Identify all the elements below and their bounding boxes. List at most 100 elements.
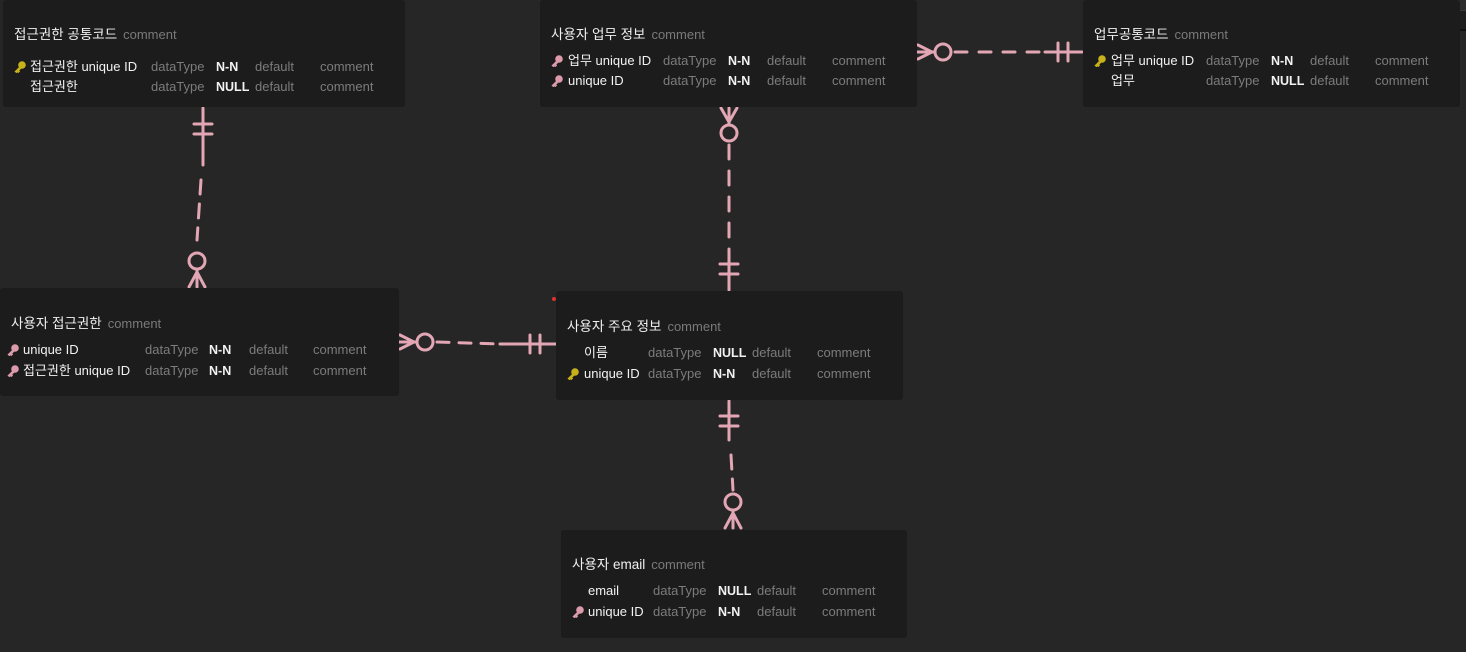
column-name[interactable]: unique ID (588, 604, 644, 619)
table-t5[interactable]: 사용자 주요 정보 comment 이름 dataType NULL default com… (556, 291, 903, 400)
table-header[interactable]: 사용자 업무 정보 comment (551, 23, 705, 44)
column-comment[interactable]: comment (832, 53, 886, 68)
column-name[interactable]: unique ID (584, 366, 640, 381)
column-nullable[interactable]: N-N (209, 343, 232, 357)
table-comment[interactable]: comment (1174, 27, 1228, 42)
column-default[interactable]: default (255, 59, 295, 74)
column-name[interactable]: 업무 unique ID (568, 53, 652, 68)
relation-t5-t6[interactable] (718, 399, 743, 530)
column-row[interactable]: unique ID dataType N-N default comment (540, 71, 917, 91)
column-name[interactable]: 업무 unique ID (1111, 53, 1195, 68)
column-default[interactable]: default (1310, 73, 1350, 88)
table-comment[interactable]: comment (651, 27, 705, 42)
column-default[interactable]: default (757, 604, 797, 619)
column-comment[interactable]: comment (1375, 73, 1429, 88)
column-row[interactable]: unique ID dataType N-N default comment (0, 340, 399, 360)
column-row[interactable]: unique ID dataType N-N default comment (556, 364, 903, 384)
table-header[interactable]: 사용자 email comment (572, 553, 705, 574)
column-comment[interactable]: comment (313, 363, 367, 378)
column-nullable[interactable]: N-N (209, 364, 232, 378)
column-datatype[interactable]: dataType (663, 73, 717, 88)
column-row[interactable]: 업무 unique ID dataType N-N default comment (540, 51, 917, 71)
column-row[interactable]: email dataType NULL default comment (561, 581, 907, 601)
column-datatype[interactable]: dataType (653, 583, 707, 598)
column-default[interactable]: default (767, 53, 807, 68)
relation-t5-t4[interactable] (397, 332, 558, 355)
column-datatype[interactable]: dataType (145, 342, 199, 357)
column-comment[interactable]: comment (822, 583, 876, 598)
column-row[interactable]: 이름 dataType NULL default comment (556, 343, 903, 363)
column-datatype[interactable]: dataType (653, 604, 707, 619)
column-name[interactable]: 접근권한 unique ID (23, 363, 131, 378)
table-header[interactable]: 접근권한 공통코드 comment (14, 23, 177, 44)
column-datatype[interactable]: dataType (1206, 53, 1260, 68)
column-row[interactable]: unique ID dataType N-N default comment (561, 602, 907, 622)
table-t3[interactable]: 업무공통코드 comment 업무 unique ID dataType N-N defa… (1083, 0, 1460, 107)
column-nullable[interactable]: N-N (1271, 54, 1294, 68)
column-nullable[interactable]: N-N (718, 605, 741, 619)
column-name[interactable]: unique ID (568, 73, 624, 88)
column-name[interactable]: 접근권한 (30, 79, 78, 94)
column-datatype[interactable]: dataType (145, 363, 199, 378)
column-nullable[interactable]: N-N (713, 367, 736, 381)
column-default[interactable]: default (767, 73, 807, 88)
table-t1[interactable]: 접근권한 공통코드 comment 접근권한 unique ID dataType N-… (3, 0, 405, 107)
column-datatype[interactable]: dataType (648, 345, 702, 360)
column-default[interactable]: default (249, 342, 289, 357)
table-comment[interactable]: comment (107, 316, 162, 331)
column-datatype[interactable]: dataType (151, 59, 205, 74)
column-datatype[interactable]: dataType (648, 366, 702, 381)
table-header[interactable]: 사용자 접근권한 comment (11, 312, 161, 333)
table-header[interactable]: 업무공통코드 comment (1094, 23, 1228, 44)
column-default[interactable]: default (752, 366, 792, 381)
column-comment[interactable]: comment (832, 73, 886, 88)
column-default[interactable]: default (1310, 53, 1350, 68)
column-comment[interactable]: comment (817, 366, 871, 381)
column-default[interactable]: default (255, 79, 295, 94)
column-comment[interactable]: comment (1375, 53, 1429, 68)
column-comment[interactable]: comment (817, 345, 871, 360)
relation-t3-t2[interactable] (915, 41, 1084, 63)
column-comment[interactable]: comment (320, 79, 374, 94)
column-nullable[interactable]: NULL (718, 584, 752, 598)
column-name[interactable]: email (588, 583, 620, 598)
column-name[interactable]: 접근권한 unique ID (30, 59, 138, 74)
column-row[interactable]: 업무 dataType NULL default comment (1083, 71, 1460, 91)
relation-t5-t2[interactable] (718, 106, 740, 292)
column-row[interactable]: 업무 unique ID dataType N-N default comment (1083, 51, 1460, 71)
column-comment[interactable]: comment (320, 59, 374, 74)
column-nullable[interactable]: NULL (1271, 74, 1305, 88)
column-nullable[interactable]: N-N (728, 74, 751, 88)
table-comment[interactable]: comment (123, 27, 177, 42)
column-row[interactable]: 접근권한 unique ID dataType N-N default comment (3, 57, 405, 77)
table-name[interactable]: 사용자 email (572, 557, 646, 572)
column-comment[interactable]: comment (313, 342, 367, 357)
column-nullable[interactable]: NULL (713, 346, 747, 360)
column-comment[interactable]: comment (822, 604, 876, 619)
table-name[interactable]: 업무공통코드 (1094, 27, 1169, 42)
column-name[interactable]: 업무 (1111, 73, 1135, 88)
column-default[interactable]: default (757, 583, 797, 598)
column-datatype[interactable]: dataType (663, 53, 717, 68)
column-nullable[interactable]: NULL (216, 80, 250, 94)
column-nullable[interactable]: N-N (728, 54, 751, 68)
table-name[interactable]: 사용자 주요 정보 (567, 319, 662, 334)
table-header[interactable]: 사용자 주요 정보 comment (567, 315, 721, 336)
column-name[interactable]: unique ID (23, 342, 79, 357)
column-default[interactable]: default (752, 345, 792, 360)
relation-t1-t4[interactable] (187, 106, 214, 289)
table-t6[interactable]: 사용자 email comment email dataType NULL default… (561, 530, 907, 638)
table-name[interactable]: 사용자 접근권한 (11, 316, 102, 331)
column-datatype[interactable]: dataType (1206, 73, 1260, 88)
table-comment[interactable]: comment (667, 319, 721, 334)
column-nullable[interactable]: N-N (216, 60, 239, 74)
table-comment[interactable]: comment (651, 557, 705, 572)
table-name[interactable]: 접근권한 공통코드 (14, 27, 118, 42)
column-row[interactable]: 접근권한 unique ID dataType N-N default comment (0, 361, 399, 381)
table-name[interactable]: 사용자 업무 정보 (551, 27, 646, 42)
column-default[interactable]: default (249, 363, 289, 378)
column-name[interactable]: 이름 (584, 345, 608, 360)
